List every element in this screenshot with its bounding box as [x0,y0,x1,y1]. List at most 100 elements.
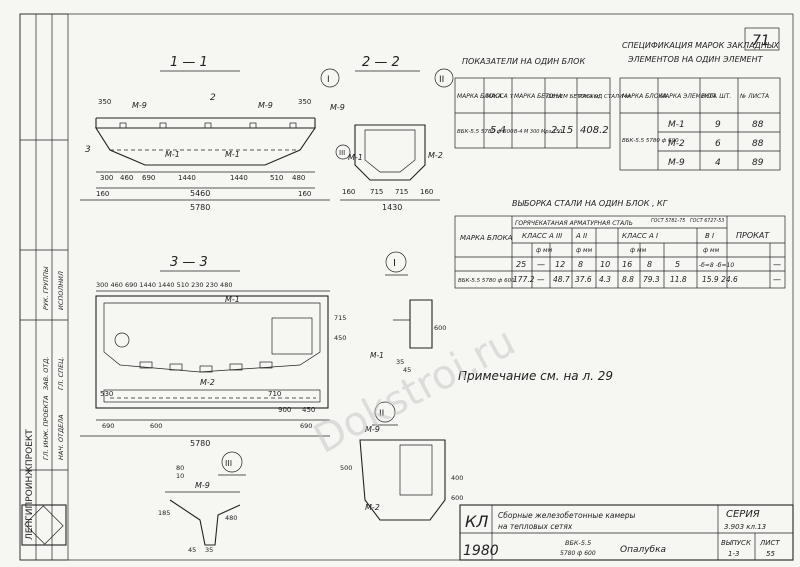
dim-1440-11a: 1440 [178,174,196,182]
steel-v-8: 15.9 24.6 [702,275,738,284]
dim-35-I: 35 [396,358,404,366]
dim-160-22a: 160 [342,188,355,196]
dim-160-11a: 160 [96,190,109,198]
section-3-3-title: 3 — 3 [170,255,208,270]
spec-r2-sheet: 88 [752,139,764,149]
label-m9-b: М-9 [258,101,273,110]
strip-role-1: ГЛ. ИНЖ. ПРОЕКТА [42,395,50,460]
label-m9-a: М-9 [132,101,147,110]
steel-v-7: 11.8 [670,275,687,284]
dims-top-33: 300 460 690 1440 1440 510 230 230 480 [96,281,232,289]
dim-350-b: 350 [298,98,311,106]
stamp-block-mark: ВБК-5.5 [565,539,591,547]
dim-400-II: 400 [451,474,463,482]
spec-r2-el: М-2 [668,139,685,149]
steel-d-3: 8 [578,260,583,269]
section-2-2-title: 2 — 2 [362,55,400,70]
steel-v-3: 37.6 [575,275,592,284]
dim-510-11: 510 [270,174,283,182]
section-3-3-inner [103,302,321,373]
dim-45-I: 45 [403,366,411,374]
label-m2-c: М-2 [365,503,380,512]
spec-r2-qty: 6 [715,139,721,149]
sheet-number-box [744,27,780,51]
steel-h-b1: В I [705,232,714,240]
label-m1-e: М-1 [370,351,384,360]
dim-300-11: 300 [100,174,113,182]
steel-d-7: 5 [675,260,680,269]
callout-I-label: I [327,75,330,85]
dim-5460: 5460 [190,189,210,198]
stamp-title-1: Сборные железобетонные камеры [498,511,635,520]
detail-III-label: III [225,459,232,468]
steel-v-9: — [773,275,781,284]
dim-690-33a: 690 [102,422,114,430]
section-1-1-title: 1 — 1 [170,55,208,70]
section-2-2-body [354,124,426,181]
steel-h-a3: КЛАСС А III [522,232,562,240]
dim-500-II: 500 [340,464,352,472]
stamp-block-size: 5780 ф 600 [560,550,596,557]
steel-v-0: 177.2 [513,275,535,284]
ind-v-mark: ВБК-5.5 5780 ф 600 [457,129,514,135]
dim-160-11b: 160 [298,190,311,198]
spec-r3-sheet: 89 [752,158,764,168]
section-3-cut: 3 [85,145,91,155]
stamp-issue-label: ВЫПУСК [721,539,752,547]
spec-r3-el: М-9 [668,158,685,168]
strip-role-6: ИСПОЛНИЛ [57,271,65,310]
steel-h-dmm-a3: ф мм [536,247,553,254]
steel-h-a2: А II [575,232,587,240]
dim-715-a: 715 [370,188,383,196]
dim-480-III: 480 [225,514,237,522]
detail-II-body [359,439,446,521]
steel-v-6: 79.3 [643,275,660,284]
label-m9-e: М-9 [195,481,210,490]
label-m1-a: М-1 [165,150,180,159]
spec-r1-qty: 9 [715,120,721,130]
spec-h-element: МАРКА ЭЛЕМЕНТА [660,93,717,100]
steel-d-4: 10 [600,260,610,269]
steel-v-2: 48.7 [553,275,570,284]
steel-h-mark: МАРКА БЛОКА [460,234,513,242]
ind-h-concrete: МАРКА БЕТОНА [514,93,562,100]
detail-III-marker [221,451,243,473]
strip-role-5: РУК. ГРУППЫ [42,266,50,310]
ind-v-mass: 5.4 [490,125,506,136]
steel-d-0: 25 [516,260,526,269]
label-m1-d: М-1 [225,295,240,304]
spec-title-1: СПЕЦИФИКАЦИЯ МАРОК ЗАКЛАДНЫХ [622,41,779,50]
section-3-3-outline [95,295,329,409]
sheet-number: 71 [752,33,770,49]
section-1-1-body [94,127,317,166]
dim-185-III: 185 [158,509,170,517]
strip-role-3: НАЧ. ОТДЕЛА [57,414,65,460]
steel-h-dmm-b1: ф мм [703,247,720,254]
ind-v-concrete: В-4 М 300 Мрз 150 [514,129,562,135]
stamp-series-value: 3.903 кл.13 [724,523,766,531]
callout-III-label: III [339,149,345,157]
steel-title: ВЫБОРКА СТАЛИ НА ОДИН БЛОК , КГ [512,199,668,208]
callout-I [320,68,340,88]
strip-org: ЛЕНГИПРОИНЖПРОЕКТ [25,429,35,540]
dim-690-11: 690 [142,174,155,182]
dim-80-III: 80 [176,464,184,472]
stamp-code: КЛ [465,512,488,531]
label-m9-d: М-9 [365,425,380,434]
detail-I-label: I [393,258,396,269]
steel-d-9: — [773,260,781,269]
strip-role-2: ЗАВ. ОТД. [42,357,50,390]
label-m9-c: М-9 [330,103,345,112]
steel-v-5: 8.8 [622,275,634,284]
steel-h-gost1: ГОСТ 5781-75 [651,218,685,224]
dim-600-I: 600 [434,324,446,332]
indicators-title: ПОКАЗАТЕЛИ НА ОДИН БЛОК [462,57,585,66]
stamp-sheet-label: ЛИСТ [759,539,780,547]
steel-h-a1: КЛАСС А I [622,232,658,240]
spec-h-block: МАРКА БЛОКА [622,93,667,100]
section-2-cut: 2 [210,93,216,103]
steel-v-1: — [537,275,545,284]
detail-I-marker [385,251,407,273]
